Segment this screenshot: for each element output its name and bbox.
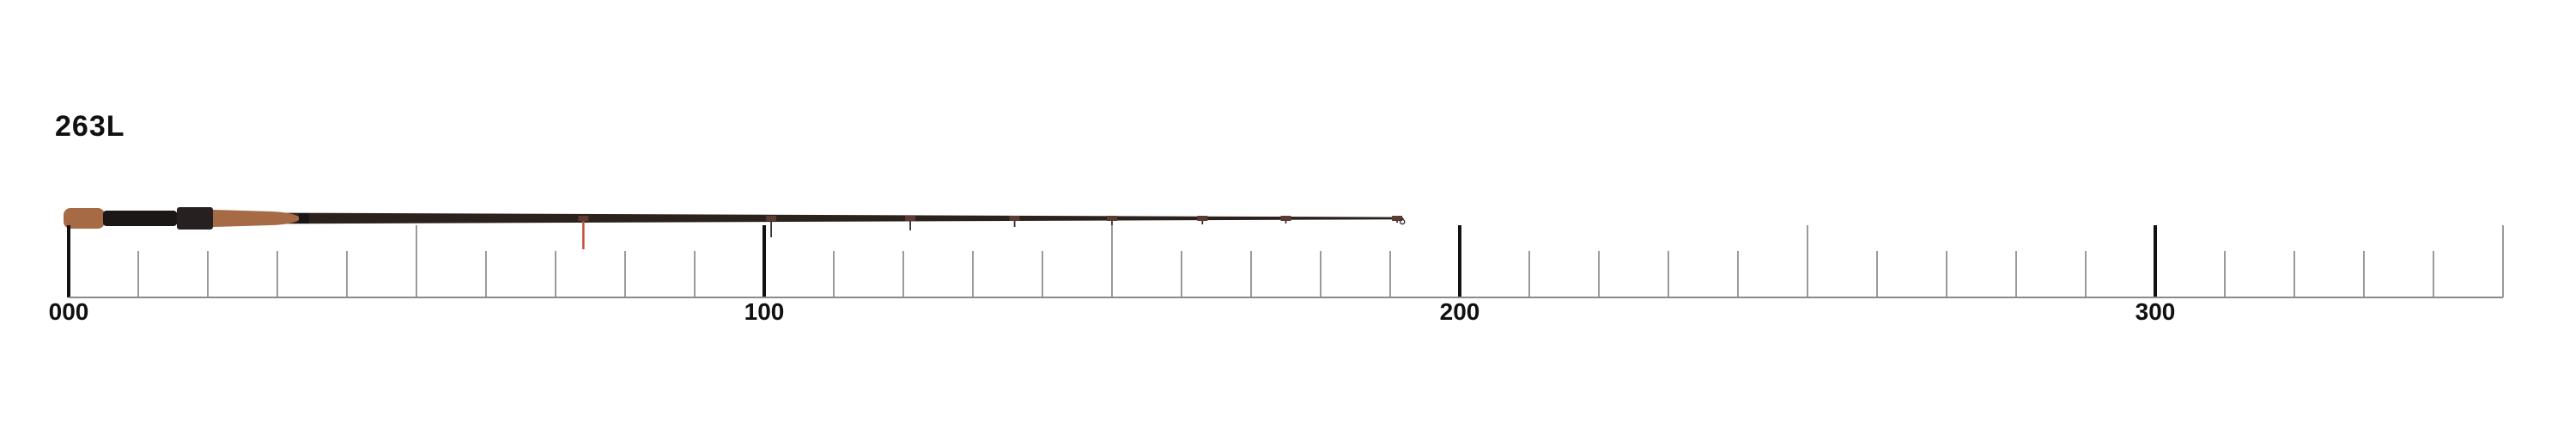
rod-tip-top: [1399, 218, 1406, 225]
model-label: 263L: [55, 110, 125, 143]
scale-label-200: 200: [1440, 298, 1480, 325]
fishing-rod-image: [64, 207, 1406, 249]
rod-guide-wrap: [905, 216, 916, 221]
rod-guide-wrap: [1009, 216, 1020, 221]
rod-guide-wrap: [1107, 216, 1117, 221]
rod-fore-grip: [213, 210, 299, 227]
scale-label-100: 100: [744, 298, 785, 325]
rod-guide-wrap: [578, 216, 589, 221]
rod-guide-wrap: [1280, 216, 1291, 221]
rod-guide-wrap: [1197, 216, 1208, 221]
scale-ticks: [67, 225, 2504, 297]
scale-labels: 000 100 200 300: [49, 298, 2176, 325]
rod-winding-check: [299, 213, 309, 224]
rod-butt-grip: [64, 208, 105, 229]
rod-reel-seat: [103, 211, 177, 226]
rod-reel-hood: [177, 207, 213, 230]
scale-label-000: 000: [49, 298, 89, 325]
rod-guide-wrap: [766, 216, 777, 221]
scale-label-300: 300: [2136, 298, 2176, 325]
rod-guide-wrap: [1392, 216, 1403, 221]
